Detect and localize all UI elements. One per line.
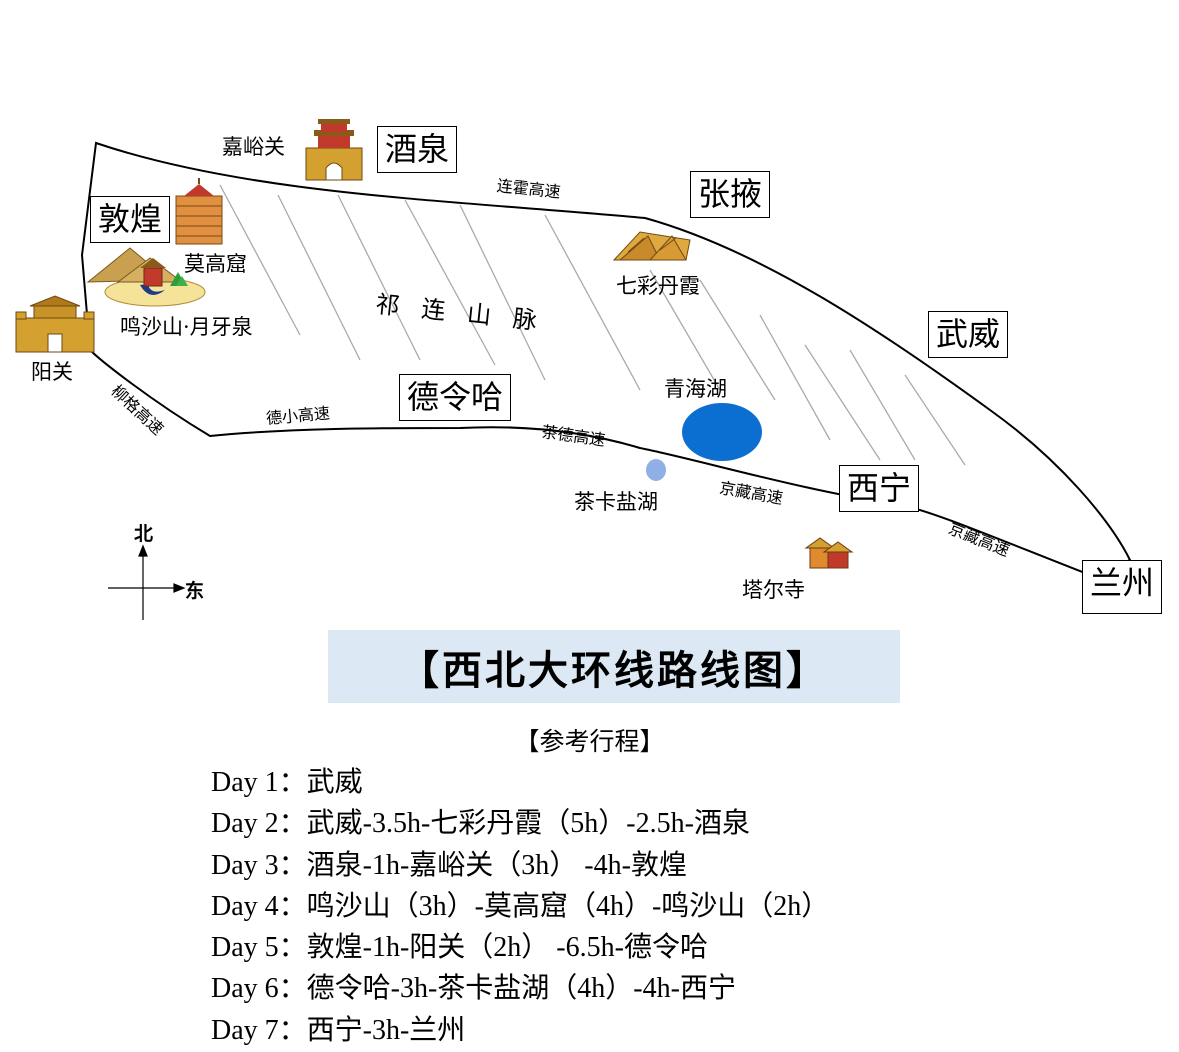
danxia-landform-icon: [612, 231, 691, 261]
day-label: Day 2：: [211, 808, 307, 840]
city-delingha: 德令哈: [399, 374, 512, 421]
mingsha-crescent-icon: [86, 247, 206, 307]
jiayuguan-tower-icon: [305, 119, 363, 181]
sight-danxia: 七彩丹霞: [616, 274, 700, 298]
itinerary-day-6: Day 6：德令哈-3h-茶卡盐湖（4h）-4h-西宁: [211, 968, 829, 1009]
city-xining: 西宁: [839, 465, 920, 512]
city-lanzhou: 兰州: [1082, 560, 1163, 614]
day-route: 敦煌-1h-阳关（2h） -6.5h-德令哈: [306, 932, 708, 964]
itinerary-day-7: Day 7：西宁-3h-兰州: [211, 1010, 829, 1051]
day-label: Day 1：: [211, 767, 307, 798]
sight-mogao: 莫高窟: [184, 252, 247, 276]
day-route: 鸣沙山（3h）-莫高窟（4h）-鸣沙山（2h）: [306, 890, 830, 922]
sight-taer: 塔尔寺: [742, 578, 805, 602]
itinerary-day-2: Day 2：武威-3.5h-七彩丹霞（5h）-2.5h-酒泉: [211, 803, 829, 844]
city-jiuquan: 酒泉: [377, 126, 458, 173]
itinerary-day-5: Day 5：敦煌-1h-阳关（2h） -6.5h-德令哈: [211, 927, 829, 968]
city-zhangye: 张掖: [690, 171, 771, 218]
itinerary-heading: 【参考行程】: [514, 727, 665, 756]
mountain-hatching: [219, 184, 966, 466]
compass-east: 东: [185, 580, 205, 602]
day-label: Day 4：: [211, 890, 307, 922]
day-label: Day 3：: [211, 849, 307, 881]
itinerary-day-1: Day 1：武威: [211, 762, 829, 803]
day-route: 西宁-3h-兰州: [306, 1014, 466, 1046]
sight-mingsha: 鸣沙山·月牙泉: [120, 315, 253, 339]
taer-temple-icon: [804, 537, 854, 569]
day-label: Day 7：: [211, 1014, 307, 1046]
qinghai-lake-shape: [682, 403, 762, 461]
yangguan-fortress-icon: [15, 295, 95, 353]
itinerary-list: Day 1：武威 Day 2：武威-3.5h-七彩丹霞（5h）-2.5h-酒泉 …: [211, 762, 829, 1051]
itinerary-day-3: Day 3：酒泉-1h-嘉峪关（3h） -4h-敦煌: [211, 845, 829, 886]
sight-jiayuguan: 嘉峪关: [222, 135, 285, 159]
chaka-lake-shape: [646, 459, 666, 481]
city-wuwei: 武威: [928, 311, 1009, 358]
day-route: 德令哈-3h-茶卡盐湖（4h）-4h-西宁: [306, 973, 736, 1005]
mogao-pagoda-icon: [175, 178, 223, 245]
compass-north: 北: [134, 523, 154, 545]
day-label: Day 6：: [211, 973, 307, 1005]
sight-chaka: 茶卡盐湖: [574, 490, 658, 514]
city-dunhuang: 敦煌: [90, 196, 171, 243]
route-map: [15, 119, 1132, 620]
day-route: 武威-3.5h-七彩丹霞（5h）-2.5h-酒泉: [306, 808, 750, 840]
day-route: 酒泉-1h-嘉峪关（3h） -4h-敦煌: [306, 849, 687, 881]
title-banner: 【西北大环线路线图】: [328, 630, 900, 703]
sight-qinghai-lake: 青海湖: [664, 377, 727, 401]
compass-arrows: [108, 544, 186, 620]
day-label: Day 5：: [211, 932, 307, 964]
sight-yangguan: 阳关: [31, 360, 73, 384]
itinerary-day-4: Day 4：鸣沙山（3h）-莫高窟（4h）-鸣沙山（2h）: [211, 886, 829, 927]
page-title: 【西北大环线路线图】: [399, 646, 829, 694]
region-outline: [80, 141, 1132, 577]
day-route: 武威: [306, 767, 363, 798]
